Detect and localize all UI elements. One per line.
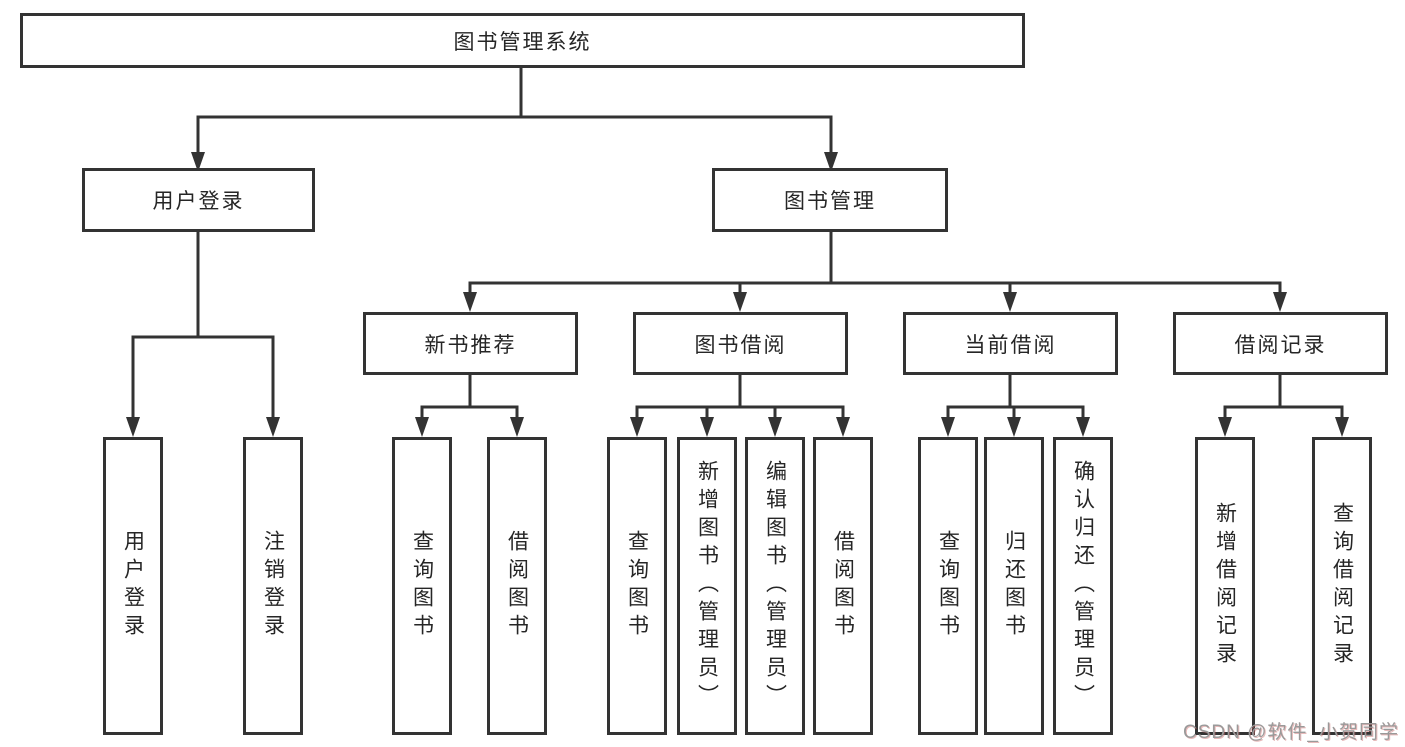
node-book-borrow: 图书借阅: [633, 312, 848, 375]
node-book-management: 图书管理: [712, 168, 948, 232]
leaf-cb-return-books: 归还图书: [984, 437, 1044, 735]
leaf-bb-edit-books-admin: 编辑图书（管理员）: [745, 437, 805, 735]
leaf-cb-confirm-return-admin: 确认归还（管理员）: [1053, 437, 1113, 735]
watermark: CSDN @软件_小贺同学: [1183, 722, 1399, 743]
leaf-br-add-record: 新增借阅记录: [1195, 437, 1255, 735]
connector-line: [131, 66, 1344, 420]
arrowhead: [126, 152, 1349, 437]
leaf-bb-add-books-admin: 新增图书（管理员）: [677, 437, 737, 735]
node-new-book-recommend: 新书推荐: [363, 312, 578, 375]
leaf-user-login: 用户登录: [103, 437, 163, 735]
node-current-borrow: 当前借阅: [903, 312, 1118, 375]
leaf-nbr-query-books: 查询图书: [392, 437, 452, 735]
leaf-bb-borrow-books: 借阅图书: [813, 437, 873, 735]
leaf-bb-query-books: 查询图书: [607, 437, 667, 735]
node-library-management-system: 图书管理系统: [20, 13, 1025, 68]
leaf-nbr-borrow-books: 借阅图书: [487, 437, 547, 735]
node-user-login: 用户登录: [82, 168, 315, 232]
node-borrow-records: 借阅记录: [1173, 312, 1388, 375]
leaf-br-query-record: 查询借阅记录: [1312, 437, 1372, 735]
leaf-cb-query-books: 查询图书: [918, 437, 978, 735]
leaf-logout-login: 注销登录: [243, 437, 303, 735]
